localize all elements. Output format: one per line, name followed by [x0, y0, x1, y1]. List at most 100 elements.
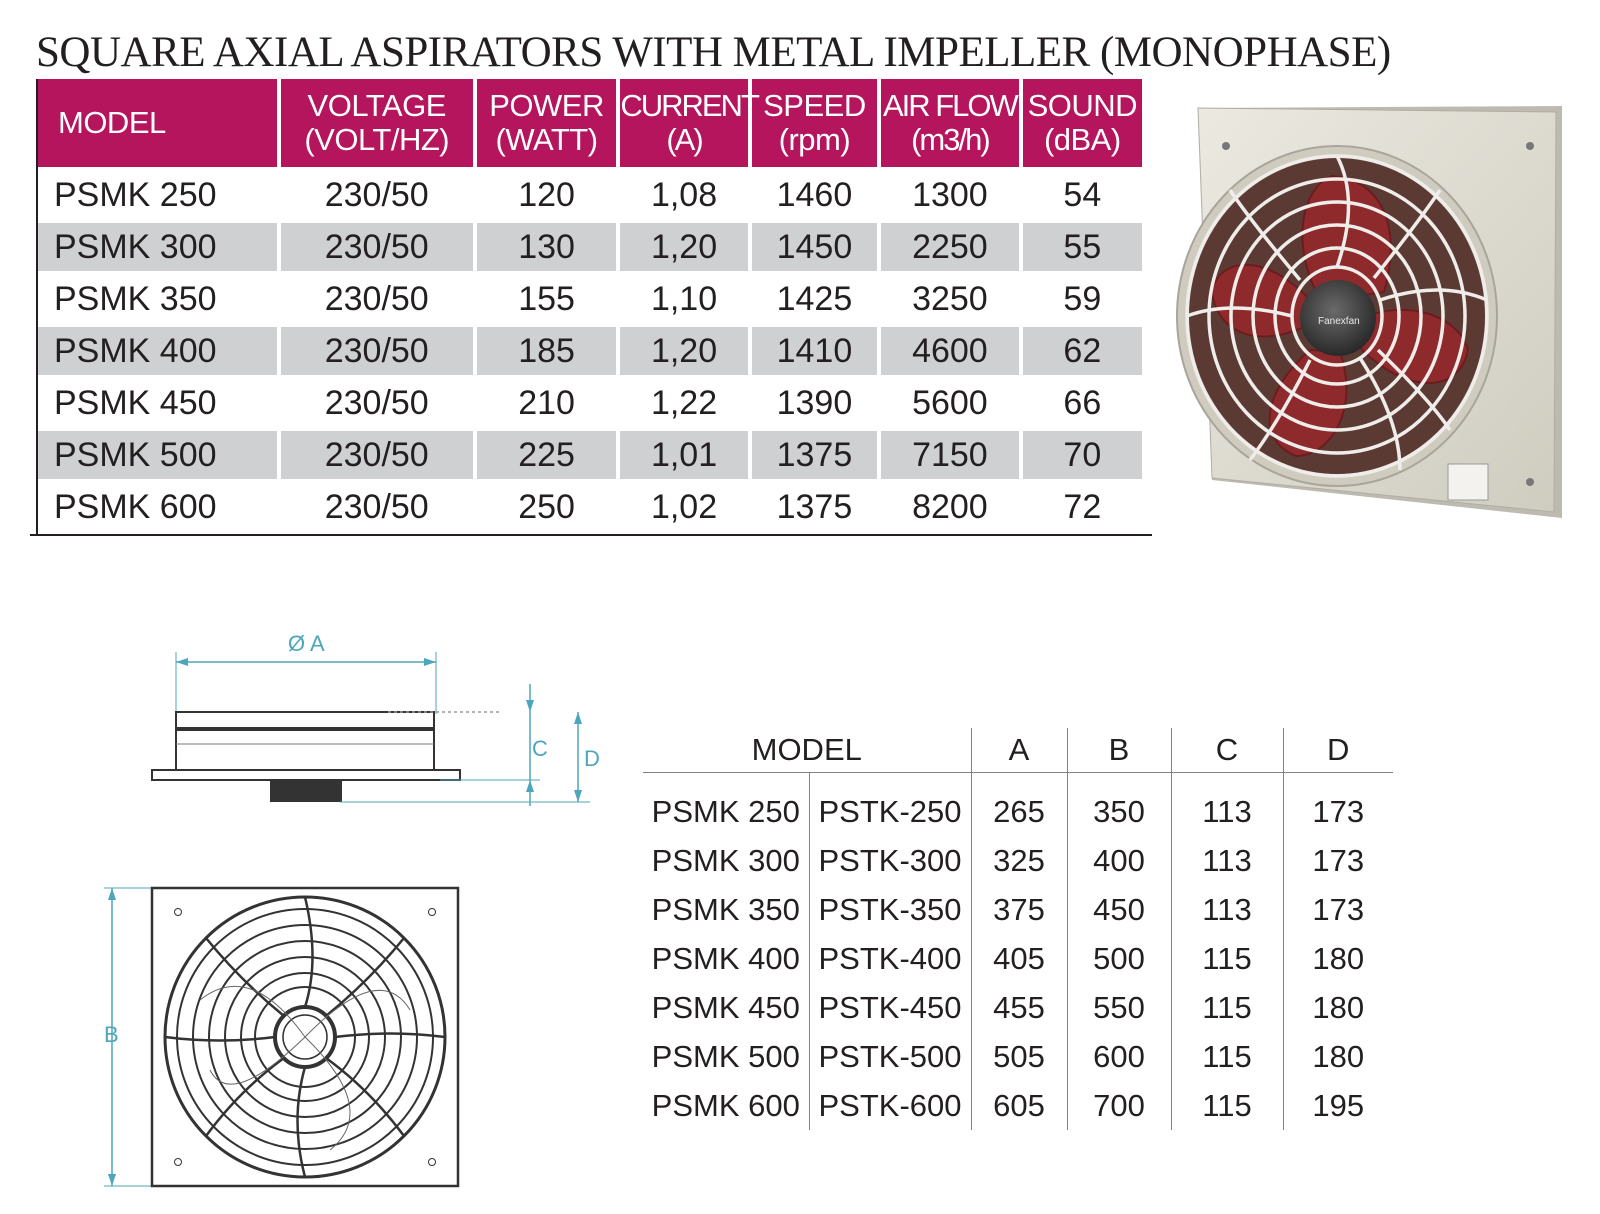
arrow-head: [526, 780, 534, 792]
cell-air-flow: 3250: [881, 275, 1019, 323]
header-sound: SOUND(dBA): [1022, 79, 1142, 167]
cell-sound: 54: [1022, 171, 1142, 219]
screw-hole: [174, 1158, 182, 1166]
dims-row: PSMK 300 PSTK-300 325 400 113 173: [643, 836, 1393, 885]
dims-pstk-model: PSTK-250: [808, 772, 971, 836]
cell-speed: 1410: [751, 327, 878, 375]
spec-row: PSMK 350 230/50 155 1,10 1425 3250 59: [36, 275, 1142, 323]
dims-a: 605: [970, 1081, 1067, 1130]
dims-b: 500: [1066, 934, 1171, 983]
cell-speed: 1375: [751, 483, 878, 531]
screw-hole: [1222, 142, 1230, 150]
dims-header-row: MODEL A B C D: [643, 728, 1393, 773]
cell-current: 1,10: [620, 275, 748, 323]
cell-model: PSMK 350: [36, 275, 277, 323]
dims-c: 115: [1170, 1032, 1283, 1081]
dims-row: PSMK 350 PSTK-350 375 450 113 173: [643, 885, 1393, 934]
dims-a: 505: [970, 1032, 1067, 1081]
cell-sound: 66: [1022, 379, 1142, 427]
header-current: CURRENT(A): [620, 79, 760, 167]
header-model: MODEL: [36, 79, 277, 167]
cell-power: 120: [476, 171, 617, 219]
dims-psmk-model: PSMK 400: [651, 940, 800, 976]
dims-a: 265: [970, 772, 1067, 836]
cell-sound: 55: [1022, 223, 1142, 271]
dims-row: PSMK 250 PSTK-250 265 350 113 173: [643, 772, 1393, 836]
cell-speed: 1375: [751, 431, 878, 479]
dims-b: 350: [1066, 772, 1171, 836]
dims-d: 173: [1282, 885, 1393, 934]
dims-d: 180: [1282, 934, 1393, 983]
plate-edge: [1198, 106, 1562, 518]
cell-sound: 70: [1022, 431, 1142, 479]
spec-row: PSMK 250 230/50 120 1,08 1460 1300 54: [36, 171, 1142, 219]
cell-power: 185: [476, 327, 617, 375]
dims-d: 180: [1282, 983, 1393, 1032]
dims-psmk-model: PSMK 500: [651, 1038, 800, 1074]
cell-voltage: 230/50: [280, 327, 473, 375]
header-power: POWER(WATT): [476, 79, 617, 167]
cell-model: PSMK 400: [36, 327, 277, 375]
dims-row: PSMK 400 PSTK-400 405 500 115 180: [643, 934, 1393, 983]
dims-b: 700: [1066, 1081, 1171, 1130]
label-c: C: [532, 736, 548, 761]
cell-power: 225: [476, 431, 617, 479]
table-left-rule: [36, 79, 38, 534]
arrow-head: [574, 790, 582, 802]
brand-label: Fanexfan: [1318, 316, 1360, 327]
cell-current: 1,22: [620, 379, 748, 427]
dims-pstk-model: PSTK-600: [808, 1081, 971, 1130]
cell-sound: 59: [1022, 275, 1142, 323]
header-voltage: VOLTAGE(VOLT/HZ): [280, 79, 473, 167]
front-plate: [150, 886, 460, 1188]
screw-hole: [428, 1158, 436, 1166]
dims-c: 115: [1170, 983, 1283, 1032]
arrow-head: [176, 658, 188, 666]
housing-ring: [175, 729, 435, 771]
dims-psmk-model: PSMK 350: [651, 891, 800, 927]
cell-sound: 72: [1022, 483, 1142, 531]
header-speed: SPEED(rpm): [751, 79, 878, 167]
dims-psmk-model: PSMK 250: [651, 793, 800, 829]
spec-row: PSMK 400 230/50 185 1,20 1410 4600 62: [36, 327, 1142, 375]
cell-sound: 62: [1022, 327, 1142, 375]
dims-c: 113: [1170, 772, 1283, 836]
front-guard: [163, 895, 447, 1179]
spec-row: PSMK 300 230/50 130 1,20 1450 2250 55: [36, 223, 1142, 271]
spec-row: PSMK 450 230/50 210 1,22 1390 5600 66: [36, 379, 1142, 427]
cell-air-flow: 1300: [881, 171, 1019, 219]
cell-speed: 1425: [751, 275, 878, 323]
label-d: D: [584, 746, 600, 771]
impeller-blades: [1210, 174, 1470, 458]
dims-row: PSMK 600 PSTK-600 605 700 115 195: [643, 1081, 1393, 1130]
cell-voltage: 230/50: [280, 275, 473, 323]
arrow-head: [574, 712, 582, 724]
dims-header-model: MODEL: [643, 728, 971, 773]
screw-hole: [1232, 438, 1240, 446]
spec-header-row: MODEL VOLTAGE(VOLT/HZ) POWER(WATT) CURRE…: [36, 79, 1142, 167]
cell-model: PSMK 250: [36, 171, 277, 219]
cell-air-flow: 5600: [881, 379, 1019, 427]
cell-model: PSMK 600: [36, 483, 277, 531]
cell-model: PSMK 500: [36, 431, 277, 479]
cell-speed: 1460: [751, 171, 878, 219]
fan-ring: [1176, 145, 1498, 487]
dims-pstk-model: PSTK-500: [808, 1032, 971, 1081]
dims-d: 173: [1282, 772, 1393, 836]
cell-air-flow: 7150: [881, 431, 1019, 479]
dims-b: 600: [1066, 1032, 1171, 1081]
cell-speed: 1390: [751, 379, 878, 427]
cell-air-flow: 2250: [881, 223, 1019, 271]
arrow-head: [424, 658, 436, 666]
spec-table: MODEL VOLTAGE(VOLT/HZ) POWER(WATT) CURRE…: [32, 75, 1146, 535]
cell-current: 1,20: [620, 223, 748, 271]
dims-row: PSMK 450 PSTK-450 455 550 115 180: [643, 983, 1393, 1032]
guard-rim: [175, 711, 435, 729]
dims-header-a: A: [970, 728, 1067, 773]
dims-c: 113: [1170, 885, 1283, 934]
table-bottom-rule: [30, 534, 1152, 536]
dims-a: 405: [970, 934, 1067, 983]
arrow-head: [526, 700, 534, 712]
dims-row: PSMK 500 PSTK-500 505 600 115 180: [643, 1032, 1393, 1081]
motor-hub: [1300, 280, 1376, 356]
